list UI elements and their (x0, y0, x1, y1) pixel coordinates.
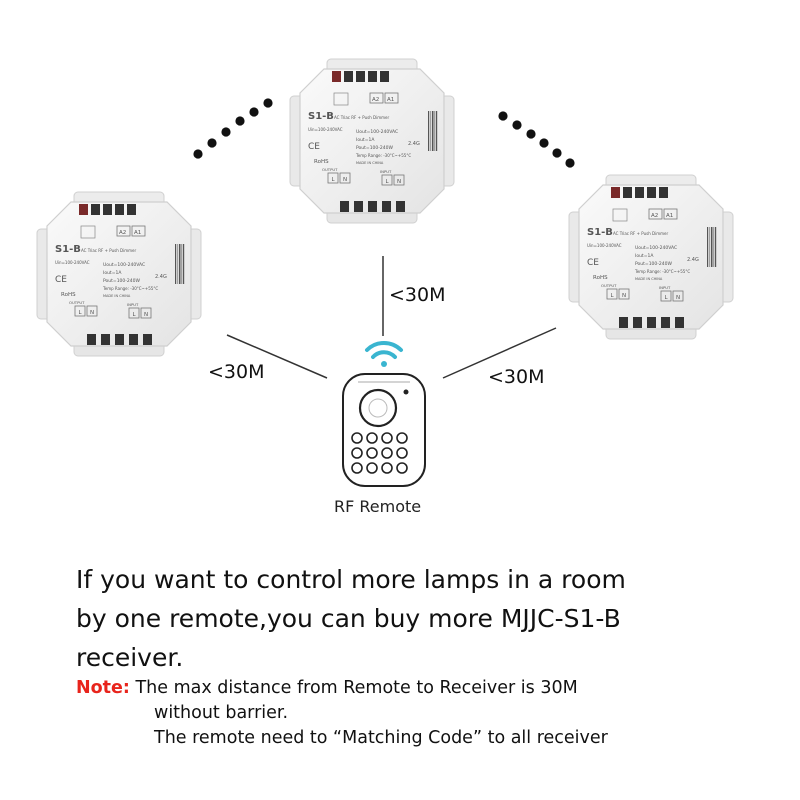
device-label-spec-uout: Uout=100-240VAC (356, 129, 398, 135)
device-label-output-label: OUTPUT (69, 300, 85, 305)
device-label-ce: CE (55, 275, 67, 285)
device-label-terminal-a1: A1 (666, 213, 673, 219)
device-label-terminal-l: L (664, 295, 668, 301)
device-label-spec-uout: Uout=100-240VAC (635, 245, 677, 251)
note-block: Note: The max distance from Remote to Re… (76, 676, 796, 751)
link-dot (193, 149, 203, 159)
link-dot (565, 158, 575, 168)
device-label-terminal-n: N (397, 179, 401, 185)
device-label-model: S1-B (308, 111, 334, 122)
rf-remote-icon (342, 373, 426, 487)
device-label-ce: CE (308, 142, 320, 152)
device-label-terminal-a2: A2 (651, 213, 658, 219)
distance-label-left: <30M (208, 361, 265, 383)
device-label-made-in: MADE IN CHINA (356, 161, 384, 165)
description-text: If you want to control more lamps in a r… (76, 560, 776, 677)
link-dot (221, 127, 231, 137)
device-label-spec-uin: Uin=100-240VAC (587, 243, 622, 248)
link-dot (498, 111, 508, 121)
device-label-terminal-l: L (331, 177, 335, 183)
note-line: The remote need to “Matching Code” to al… (154, 728, 608, 748)
note-line: The max distance from Remote to Receiver… (135, 678, 578, 698)
device-label-input-label: INPUT (659, 285, 671, 290)
device-label-terminal-a2: A2 (372, 97, 379, 103)
device-label-terminal-n: N (622, 293, 626, 299)
device-label-input-label: INPUT (127, 302, 139, 307)
device-label-spec-temp: Temp Range: -30°C~+55°C (102, 286, 158, 291)
device-label-terminal-l: L (385, 179, 389, 185)
link-dot (552, 148, 562, 158)
description-line: receiver. (76, 643, 184, 672)
range-line-right (442, 327, 557, 379)
device-label-spec-iout: Iout=1A (103, 270, 122, 276)
device-label-spec-temp: Temp Range: -30°C~+55°C (634, 269, 690, 274)
device-label-ce: CE (587, 258, 599, 268)
device-label-freq: 2.4G (408, 141, 420, 147)
device-label-terminal-l: L (78, 310, 82, 316)
device-label-subtitle: AC Triac RF + Push Dimmer (81, 248, 136, 253)
device-label-input-label: INPUT (380, 169, 392, 174)
device-label-terminal-n: N (90, 310, 94, 316)
device-label-subtitle: AC Triac RF + Push Dimmer (613, 231, 668, 236)
device-label-freq: 2.4G (687, 257, 699, 263)
device-label-rohs: RoHS (593, 275, 608, 281)
device-label-made-in: MADE IN CHINA (103, 294, 131, 298)
note-line: without barrier. (154, 703, 289, 723)
description-line: If you want to control more lamps in a r… (76, 565, 626, 594)
dotted-link-left (193, 98, 273, 159)
dotted-link-right (498, 111, 575, 168)
device-label-terminal-n: N (676, 295, 680, 301)
device-label-spec-uin: Uin=100-240VAC (55, 260, 90, 265)
device-label-spec-pout: Pout=100-240W (356, 145, 393, 151)
device-label-rohs: RoHS (314, 159, 329, 165)
note-row: Note: The max distance from Remote to Re… (76, 676, 796, 701)
link-dot (539, 138, 549, 148)
device-label-terminal-a2: A2 (119, 230, 126, 236)
wifi-signal-icon (365, 340, 403, 367)
link-dot (235, 116, 245, 126)
device-label-spec-iout: Iout=1A (356, 137, 375, 143)
device-label-rohs: RoHS (61, 292, 76, 298)
device-label-model: S1-B (55, 244, 81, 255)
device-label-terminal-a1: A1 (387, 97, 394, 103)
link-dot (263, 98, 273, 108)
device-label-made-in: MADE IN CHINA (635, 277, 663, 281)
device-label-model: S1-B (587, 227, 613, 238)
rf-remote-label: RF Remote (334, 497, 422, 516)
device-label-subtitle: AC Triac RF + Push Dimmer (334, 115, 389, 120)
note-heading: Note: (76, 678, 130, 698)
device-label-terminal-l: L (132, 312, 136, 318)
link-dot (512, 120, 522, 130)
device-label-spec-pout: Pout=100-240W (103, 278, 140, 284)
link-dot (207, 138, 217, 148)
description-line: by one remote,you can buy more MJJC-S1-B (76, 604, 621, 633)
device-label-output-label: OUTPUT (601, 283, 617, 288)
note-row: The remote need to “Matching Code” to al… (76, 726, 796, 751)
device-label-spec-iout: Iout=1A (635, 253, 654, 259)
device-label-terminal-a1: A1 (134, 230, 141, 236)
range-line-left (226, 334, 328, 379)
device-label-spec-temp: Temp Range: -30°C~+55°C (355, 153, 411, 158)
device-label-spec-pout: Pout=100-240W (635, 261, 672, 267)
device-label-spec-uout: Uout=100-240VAC (103, 262, 145, 268)
device-label-spec-uin: Uin=100-240VAC (308, 127, 343, 132)
device-label-terminal-n: N (144, 312, 148, 318)
distance-label-right: <30M (488, 366, 545, 388)
network-diagram (36, 58, 734, 487)
link-dot (526, 129, 536, 139)
note-row: without barrier. (76, 701, 796, 726)
link-dot (249, 107, 259, 117)
device-label-terminal-l: L (610, 293, 614, 299)
device-label-output-label: OUTPUT (322, 167, 338, 172)
device-label-freq: 2.4G (155, 274, 167, 280)
device-label-terminal-n: N (343, 177, 347, 183)
distance-label-center: <30M (389, 284, 446, 306)
